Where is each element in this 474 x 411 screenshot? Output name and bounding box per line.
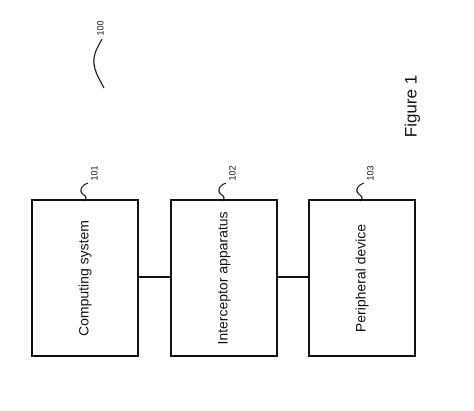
block-label: Interceptor apparatus xyxy=(215,211,231,344)
block-box xyxy=(31,199,139,357)
figure-caption: Figure 1 xyxy=(401,75,420,137)
figure-ref-100: 100 xyxy=(95,20,105,35)
block-interceptor-apparatus: Interceptor apparatus xyxy=(170,199,278,357)
block-ref-101: 101 xyxy=(89,165,99,180)
block-box xyxy=(308,199,416,357)
block-peripheral-device: Peripheral device xyxy=(308,199,416,357)
block-box xyxy=(170,199,278,357)
block-label: Computing system xyxy=(76,220,92,336)
block-ref-102: 102 xyxy=(227,165,237,180)
figure-lead-line xyxy=(93,38,105,89)
block-label: Peripheral device xyxy=(353,224,369,332)
block-lead-line-101 xyxy=(80,182,89,202)
block-ref-103: 103 xyxy=(365,165,375,180)
block-computing-system: Computing system xyxy=(31,199,139,357)
block-lead-line-102 xyxy=(218,182,227,202)
block-lead-line-103 xyxy=(356,182,365,202)
